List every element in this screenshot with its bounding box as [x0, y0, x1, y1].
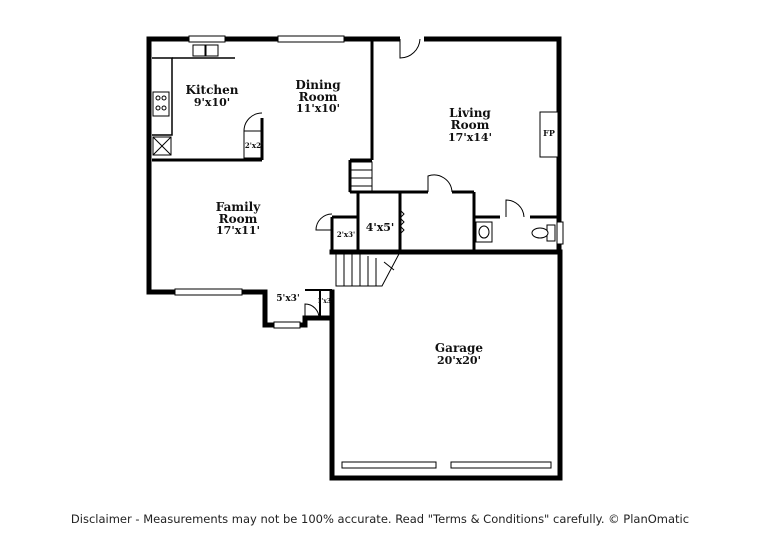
bathroom-fixtures	[475, 221, 556, 243]
dining-name-2: Room	[299, 90, 338, 104]
fireplace-label: FP	[543, 128, 555, 138]
foyer-label-5x3: 5'x3'	[276, 294, 299, 304]
living-size: 17'x14'	[448, 131, 492, 144]
kitchen-size: 9'x10'	[194, 96, 230, 109]
windows	[174, 35, 564, 469]
kitchen-name: Kitchen	[186, 83, 239, 97]
dining-label: Dining Room 11'x10'	[295, 78, 341, 115]
closet-label-1x3: 1'x3'	[317, 298, 333, 305]
garage-label: Garage 20'x20'	[435, 341, 484, 367]
family-size: 17'x11'	[216, 224, 260, 237]
dining-size: 11'x10'	[296, 102, 340, 115]
kitchen-label: Kitchen 9'x10'	[186, 83, 239, 109]
closet-label-2x3: 2'x3'	[337, 230, 355, 239]
stairs	[335, 161, 401, 287]
garage-name: Garage	[435, 341, 484, 355]
closet-label-4x5: 4'x5'	[366, 221, 395, 234]
family-name-2: Room	[219, 212, 258, 226]
kitchen-fixtures	[152, 44, 263, 159]
garage-size: 20'x20'	[437, 354, 481, 367]
living-name-1: Living	[449, 106, 491, 120]
family-label: Family Room 17'x11'	[216, 200, 261, 237]
walls	[146, 36, 563, 481]
living-name-2: Room	[451, 118, 490, 132]
family-name-1: Family	[216, 200, 261, 214]
dining-name-1: Dining	[295, 78, 341, 92]
doors	[304, 35, 525, 319]
living-label: Living Room 17'x14'	[448, 106, 492, 144]
disclaimer-text: Disclaimer - Measurements may not be 100…	[70, 512, 690, 526]
closet-label-2x2: 2'x2'	[245, 141, 263, 150]
fireplace	[539, 111, 559, 158]
